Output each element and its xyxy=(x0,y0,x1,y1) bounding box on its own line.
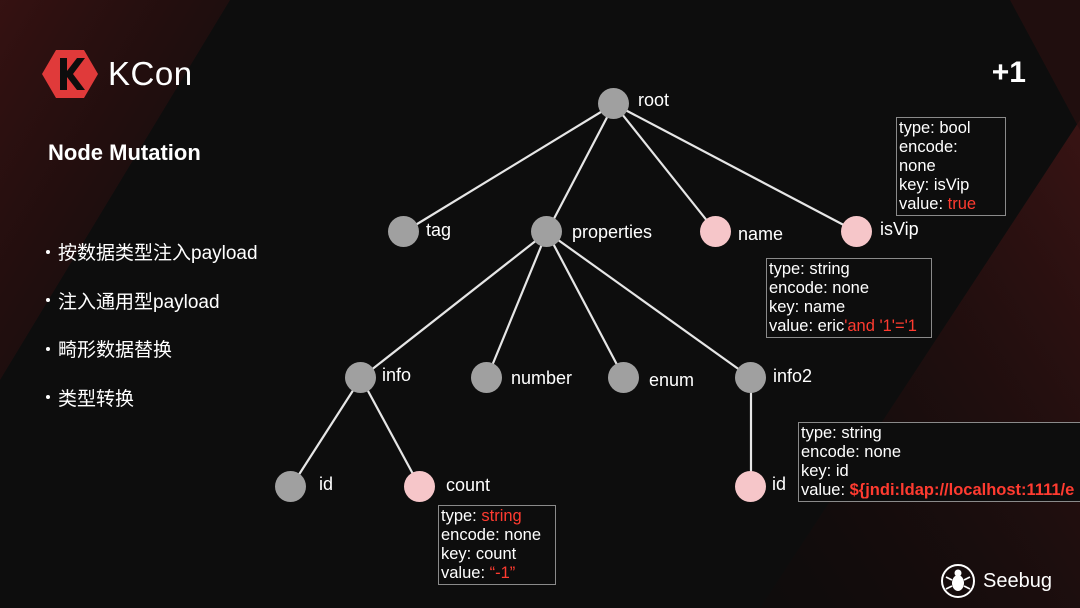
tree-node-label: root xyxy=(638,90,670,110)
edge-info-id xyxy=(290,377,362,488)
tree-node-root xyxy=(598,88,629,119)
tree-node-label: properties xyxy=(572,222,653,242)
kcon-logo-text: KCon xyxy=(108,55,193,92)
bullet-item: 注入通用型payload xyxy=(46,289,258,338)
edge-root-name xyxy=(613,103,717,233)
tree-node-tag xyxy=(388,216,419,247)
edge-root-tag xyxy=(403,103,615,233)
kcon-logo: KCon xyxy=(42,48,193,100)
count-info-box: type: string encode: none key: count val… xyxy=(438,505,556,585)
edge-properties-info2 xyxy=(546,231,752,379)
tree-node-properties xyxy=(531,216,562,247)
seebug-bug-icon xyxy=(941,564,976,598)
bullet-item: 类型转换 xyxy=(46,386,258,435)
edge-properties-info xyxy=(360,231,548,379)
kcon-logo-icon xyxy=(42,50,98,98)
tree-node-count xyxy=(404,471,435,502)
seebug-logo: Seebug xyxy=(939,562,1052,600)
tree-node-label: name xyxy=(738,224,784,244)
edge-properties-enum xyxy=(546,231,625,379)
tree-node-enum xyxy=(608,362,639,393)
edge-root-properties xyxy=(546,103,615,233)
bullet-item: 按数据类型注入payload xyxy=(46,240,258,289)
tree-node-info-id xyxy=(275,471,306,502)
tree-node-label: count xyxy=(446,475,491,495)
slide-title: Node Mutation xyxy=(48,140,201,165)
tree-node-label: number xyxy=(511,368,573,388)
seebug-text: Seebug xyxy=(983,569,1052,592)
tree-node-info xyxy=(345,362,376,393)
tree-node-isvip xyxy=(841,216,872,247)
bullet-list: 按数据类型注入payload 注入通用型payload 畸形数据替换 类型转换 xyxy=(46,240,258,434)
edge-info-count xyxy=(360,377,421,488)
isvip-info-box: type: bool encode: none key: isVip value… xyxy=(896,117,1006,216)
name-info-box: type: string encode: none key: name valu… xyxy=(766,258,932,338)
tree-node-label: info xyxy=(382,365,412,385)
tree-node-info2 xyxy=(735,362,766,393)
tree-node-label: enum xyxy=(649,370,695,390)
tree-node-label: info2 xyxy=(773,366,813,386)
tree-node-label: tag xyxy=(426,220,452,240)
tree-node-label: isVip xyxy=(880,219,919,239)
tree-node-label: id xyxy=(319,474,334,494)
bullet-item: 畸形数据替换 xyxy=(46,337,258,386)
tree-node-name xyxy=(700,216,731,247)
plus-one-badge: +1 xyxy=(991,56,1026,89)
edge-properties-number xyxy=(485,231,549,379)
id-info-box: type: string encode: none key: id value:… xyxy=(798,422,1080,502)
tree-node-info2-id xyxy=(735,471,766,502)
tree-node-number xyxy=(471,362,502,393)
edge-root-isvip xyxy=(613,103,858,233)
tree-node-label: id xyxy=(772,474,787,494)
